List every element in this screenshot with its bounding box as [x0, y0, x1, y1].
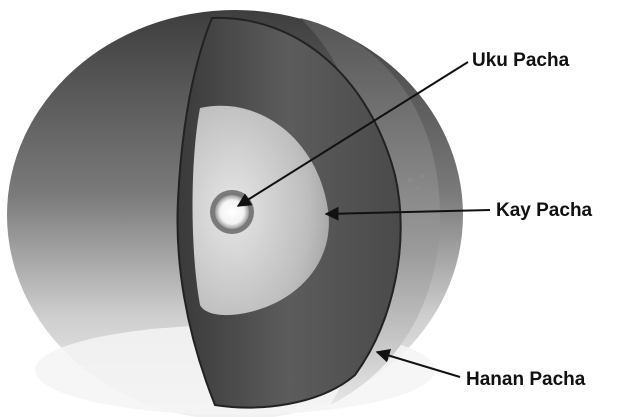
core: [210, 190, 254, 234]
label-uku-pacha: Uku Pacha: [472, 50, 570, 71]
label-kay-pacha: Kay Pacha: [496, 200, 593, 221]
label-hanan-pacha: Hanan Pacha: [466, 369, 586, 390]
